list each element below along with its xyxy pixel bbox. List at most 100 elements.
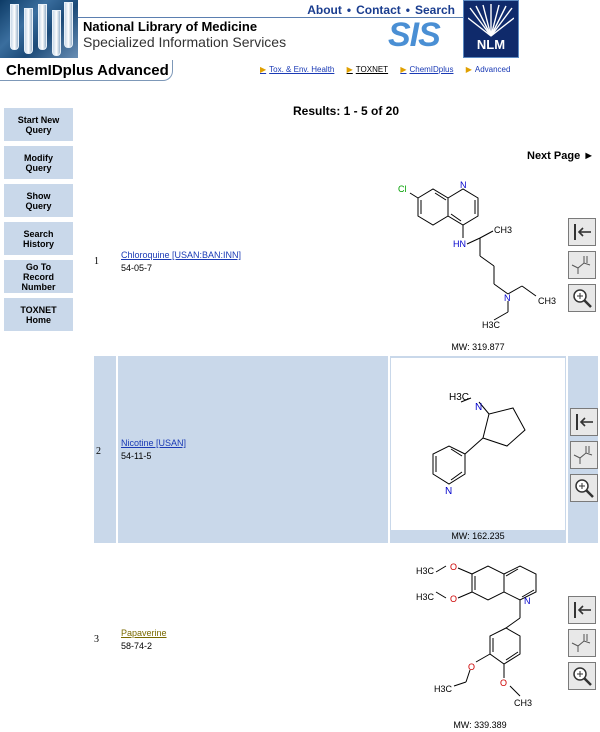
cas-number: 54-11-5	[121, 451, 152, 461]
breadcrumb-label: Advanced	[474, 65, 511, 74]
breadcrumb: ▶Tox. & Env. Health ▶TOXNET ▶ChemIDplus …	[260, 65, 520, 74]
breadcrumb-label: TOXNET	[355, 65, 389, 74]
header-band: About•Contact•Search National Library of…	[78, 0, 463, 58]
button-label: Record	[22, 271, 54, 282]
row-number: 1	[94, 256, 99, 267]
row-number: 3	[94, 634, 99, 645]
row-number: 2	[96, 446, 101, 457]
nlm-logo[interactable]: NLM	[463, 0, 519, 58]
atom-label: CH3	[538, 296, 556, 306]
arrow-right-icon: ▶	[465, 65, 472, 74]
zoom-icon[interactable]	[570, 474, 598, 502]
contact-link[interactable]: Contact	[356, 3, 401, 17]
structure-search-icon[interactable]	[568, 629, 596, 657]
breadcrumb-chemidplus[interactable]: ▶ChemIDplus	[400, 65, 453, 74]
atom-label: O	[450, 594, 457, 604]
division-name: Specialized Information Services	[83, 34, 287, 50]
button-label: Query	[25, 124, 52, 135]
button-label: Query	[25, 200, 52, 211]
atom-label: H3C	[482, 320, 501, 330]
page-title-tab: ChemIDplus Advanced	[0, 60, 173, 81]
about-link[interactable]: About	[307, 3, 342, 17]
compound-name-link[interactable]: Nicotine [USAN]	[121, 438, 187, 448]
cell-divider	[566, 356, 568, 543]
atom-label: O	[468, 662, 475, 672]
cell-divider	[116, 356, 118, 543]
button-label: Home	[25, 314, 51, 325]
page-title: ChemIDplus Advanced	[6, 62, 169, 79]
structure-search-icon[interactable]	[568, 251, 596, 279]
compound-name-link[interactable]: Chloroquine [USAN:BAN:INN]	[121, 250, 242, 260]
cas-number: 54-05-7	[121, 263, 153, 273]
back-to-list-icon[interactable]	[568, 218, 596, 246]
record-tools	[570, 408, 598, 507]
breadcrumb-label: Tox. & Env. Health	[269, 65, 335, 74]
atom-label: H3C	[416, 566, 435, 576]
zoom-icon[interactable]	[568, 284, 596, 312]
cell-divider	[388, 356, 390, 543]
atom-label: CH3	[494, 225, 512, 235]
next-page-link[interactable]: Next Page ►	[527, 150, 595, 162]
breadcrumb-tox-env-health[interactable]: ▶Tox. & Env. Health	[260, 65, 334, 74]
button-label: Go To	[25, 261, 52, 272]
zoom-icon[interactable]	[568, 662, 596, 690]
atom-label: N	[460, 180, 467, 190]
button-label: Modify	[24, 152, 53, 163]
cas-number: 58-74-2	[121, 641, 153, 651]
atom-label: N	[524, 596, 531, 606]
result-row: 3 Papaverine 58-74-2 H3C O O H3C N O O H…	[94, 548, 598, 732]
arrow-right-icon: ▶	[400, 65, 407, 74]
atom-label: Cl	[398, 184, 407, 194]
button-label: Search	[23, 228, 54, 239]
atom-label: N	[445, 486, 452, 497]
compound-name-link[interactable]: Papaverine	[121, 628, 167, 638]
nlm-sunburst-icon	[468, 4, 514, 37]
lab-glassware-banner-image	[0, 0, 78, 58]
results-count: Results: 1 - 5 of 20	[293, 104, 400, 118]
top-nav: About•Contact•Search	[307, 3, 455, 17]
title-bar: ChemIDplus Advanced ▶Tox. & Env. Health …	[0, 60, 600, 82]
back-to-list-icon[interactable]	[568, 596, 596, 624]
button-label: History	[22, 238, 54, 249]
button-label: Number	[21, 281, 56, 292]
back-to-list-icon[interactable]	[570, 408, 598, 436]
org-name: National Library of Medicine	[83, 19, 258, 34]
atom-label: O	[450, 562, 457, 572]
breadcrumb-toxnet[interactable]: ▶TOXNET	[347, 65, 388, 74]
arrow-right-icon: ▶	[260, 65, 267, 74]
button-label: Show	[26, 190, 51, 201]
button-label: TOXNET	[20, 304, 57, 315]
atom-label: H3C	[449, 392, 469, 403]
breadcrumb-advanced: ▶Advanced	[466, 65, 511, 74]
chemical-structure-image[interactable]: H3C O O H3C N O O H3C CH3	[394, 558, 566, 718]
chemical-structure-image[interactable]: H3C N N	[391, 358, 565, 530]
molecular-weight: MW: 162.235	[451, 531, 505, 541]
result-row: 1 Chloroquine [USAN:BAN:INN] 54-05-7 Cl …	[94, 172, 598, 352]
atom-label: N	[475, 402, 482, 413]
button-label: Start New	[17, 114, 60, 125]
atom-label: HN	[453, 239, 466, 249]
search-link[interactable]: Search	[414, 3, 455, 17]
record-tools	[568, 218, 596, 317]
atom-label: CH3	[514, 698, 532, 708]
site-header: About•Contact•Search National Library of…	[0, 0, 600, 58]
chemical-structure-image[interactable]: Cl N HN CH3 N CH3 H3C	[390, 176, 566, 338]
breadcrumb-label: ChemIDplus	[409, 65, 454, 74]
atom-label: N	[504, 293, 511, 303]
sis-logo[interactable]: SIS	[388, 16, 441, 54]
result-row: 2 Nicotine [USAN] 54-11-5 H3C N N MW: 16…	[94, 356, 598, 543]
molecular-weight: MW: 339.389	[453, 720, 507, 730]
arrow-right-icon: ▶	[346, 65, 353, 74]
button-label: Query	[25, 162, 52, 173]
molecular-weight: MW: 319.877	[451, 342, 505, 352]
structure-search-icon[interactable]	[570, 441, 598, 469]
nlm-logo-text: NLM	[476, 37, 506, 52]
atom-label: H3C	[416, 592, 435, 602]
